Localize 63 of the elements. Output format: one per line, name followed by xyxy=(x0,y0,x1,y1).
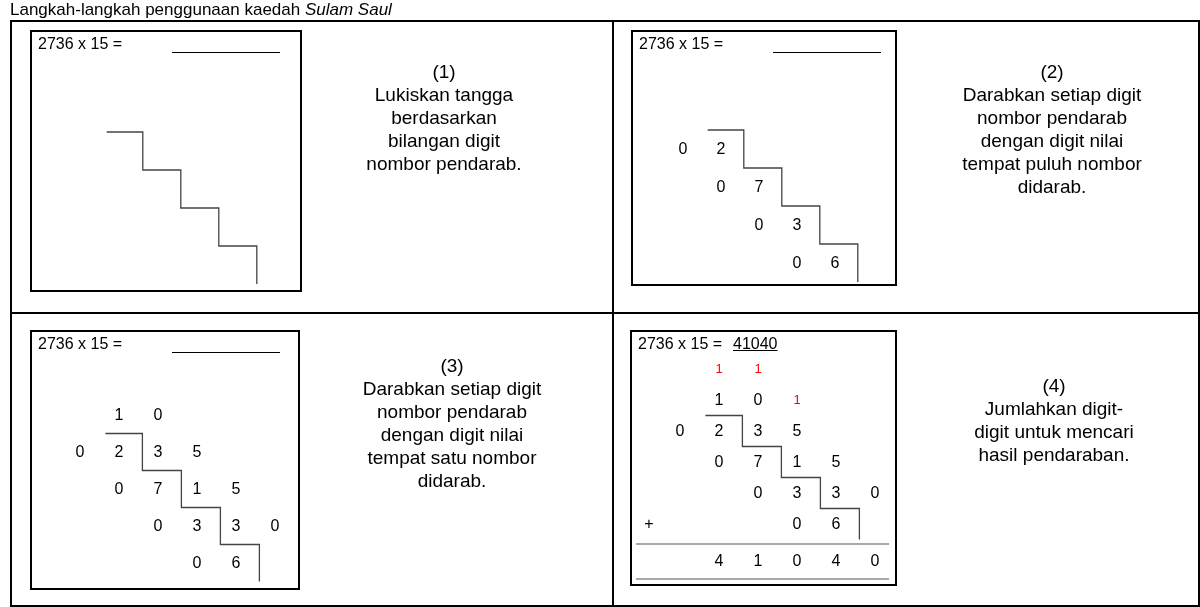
digit: 1 xyxy=(752,552,764,571)
digit: 2 xyxy=(715,140,727,158)
step-number: (4) xyxy=(1041,374,1067,397)
digit: 0 xyxy=(674,422,686,440)
step-number: (1) xyxy=(431,60,457,83)
digit: 7 xyxy=(152,480,164,498)
digit: 2 xyxy=(713,422,725,440)
digit: 1 xyxy=(191,480,203,498)
digit: 1 xyxy=(713,391,725,409)
digit: 4 xyxy=(830,552,842,571)
step-number: (3) xyxy=(439,354,465,377)
digit: 0 xyxy=(791,254,803,272)
digit: 0 xyxy=(869,484,881,502)
digit: 6 xyxy=(829,254,841,272)
equation-text: 2736 x 15 = xyxy=(38,335,123,353)
plus-sign: + xyxy=(643,515,655,533)
digit: 3 xyxy=(152,443,164,461)
carry-digit: 1 xyxy=(714,360,724,378)
digit: 0 xyxy=(752,391,764,409)
step-instruction: Lukiskan tangga berdasarkan bilangan digit nombor pendarab. xyxy=(365,83,523,175)
digit: 5 xyxy=(191,443,203,461)
digit: 6 xyxy=(230,554,242,572)
digit: 1 xyxy=(791,453,803,471)
equation-text: 2736 x 15 = xyxy=(38,35,123,53)
page-title: Langkah-langkah penggunaan kaedah Sulam Saul xyxy=(10,0,392,20)
answer-text: 41040 xyxy=(733,335,778,353)
digit: 4 xyxy=(713,552,725,571)
carry-digit: 1 xyxy=(753,360,763,378)
digit: 0 xyxy=(677,140,689,158)
digit: 0 xyxy=(753,216,765,234)
digit: 0 xyxy=(752,484,764,502)
digit: 0 xyxy=(152,517,164,535)
digit: 5 xyxy=(830,453,842,471)
digit: 0 xyxy=(791,552,803,571)
digit: 0 xyxy=(74,443,86,461)
digit: 3 xyxy=(752,422,764,440)
digit: 0 xyxy=(269,517,281,535)
digit: 0 xyxy=(713,453,725,471)
digit: 3 xyxy=(191,517,203,535)
digit: 0 xyxy=(113,480,125,498)
equation-text: 2736 x 15 = xyxy=(639,35,724,53)
digit: 1 xyxy=(113,406,125,424)
carry-digit: 1 xyxy=(792,391,802,409)
step-instruction: Jumlahkan digit-digit untuk mencari hasil pendaraban. xyxy=(973,397,1135,466)
digit: 6 xyxy=(830,515,842,533)
digit: 7 xyxy=(753,178,765,196)
digit: 3 xyxy=(230,517,242,535)
digit: 5 xyxy=(791,422,803,440)
digit: 0 xyxy=(869,552,881,571)
digit: 2 xyxy=(113,443,125,461)
digit: 0 xyxy=(191,554,203,572)
step-instruction: Darabkan setiap digit nombor pendarab dengan digit nilai tempat satu nombor didarab. xyxy=(362,377,542,492)
equation-text: 2736 x 15 = xyxy=(638,335,723,353)
digit: 5 xyxy=(230,480,242,498)
digit: 3 xyxy=(791,484,803,502)
step-number: (2) xyxy=(1039,60,1065,83)
digit: 0 xyxy=(715,178,727,196)
digit: 0 xyxy=(791,515,803,533)
digit: 3 xyxy=(791,216,803,234)
step-instruction: Darabkan setiap digit nombor pendarab dengan digit nilai tempat puluh nombor didarab. xyxy=(962,83,1142,198)
digit: 3 xyxy=(830,484,842,502)
digit: 7 xyxy=(752,453,764,471)
digit: 0 xyxy=(152,406,164,424)
